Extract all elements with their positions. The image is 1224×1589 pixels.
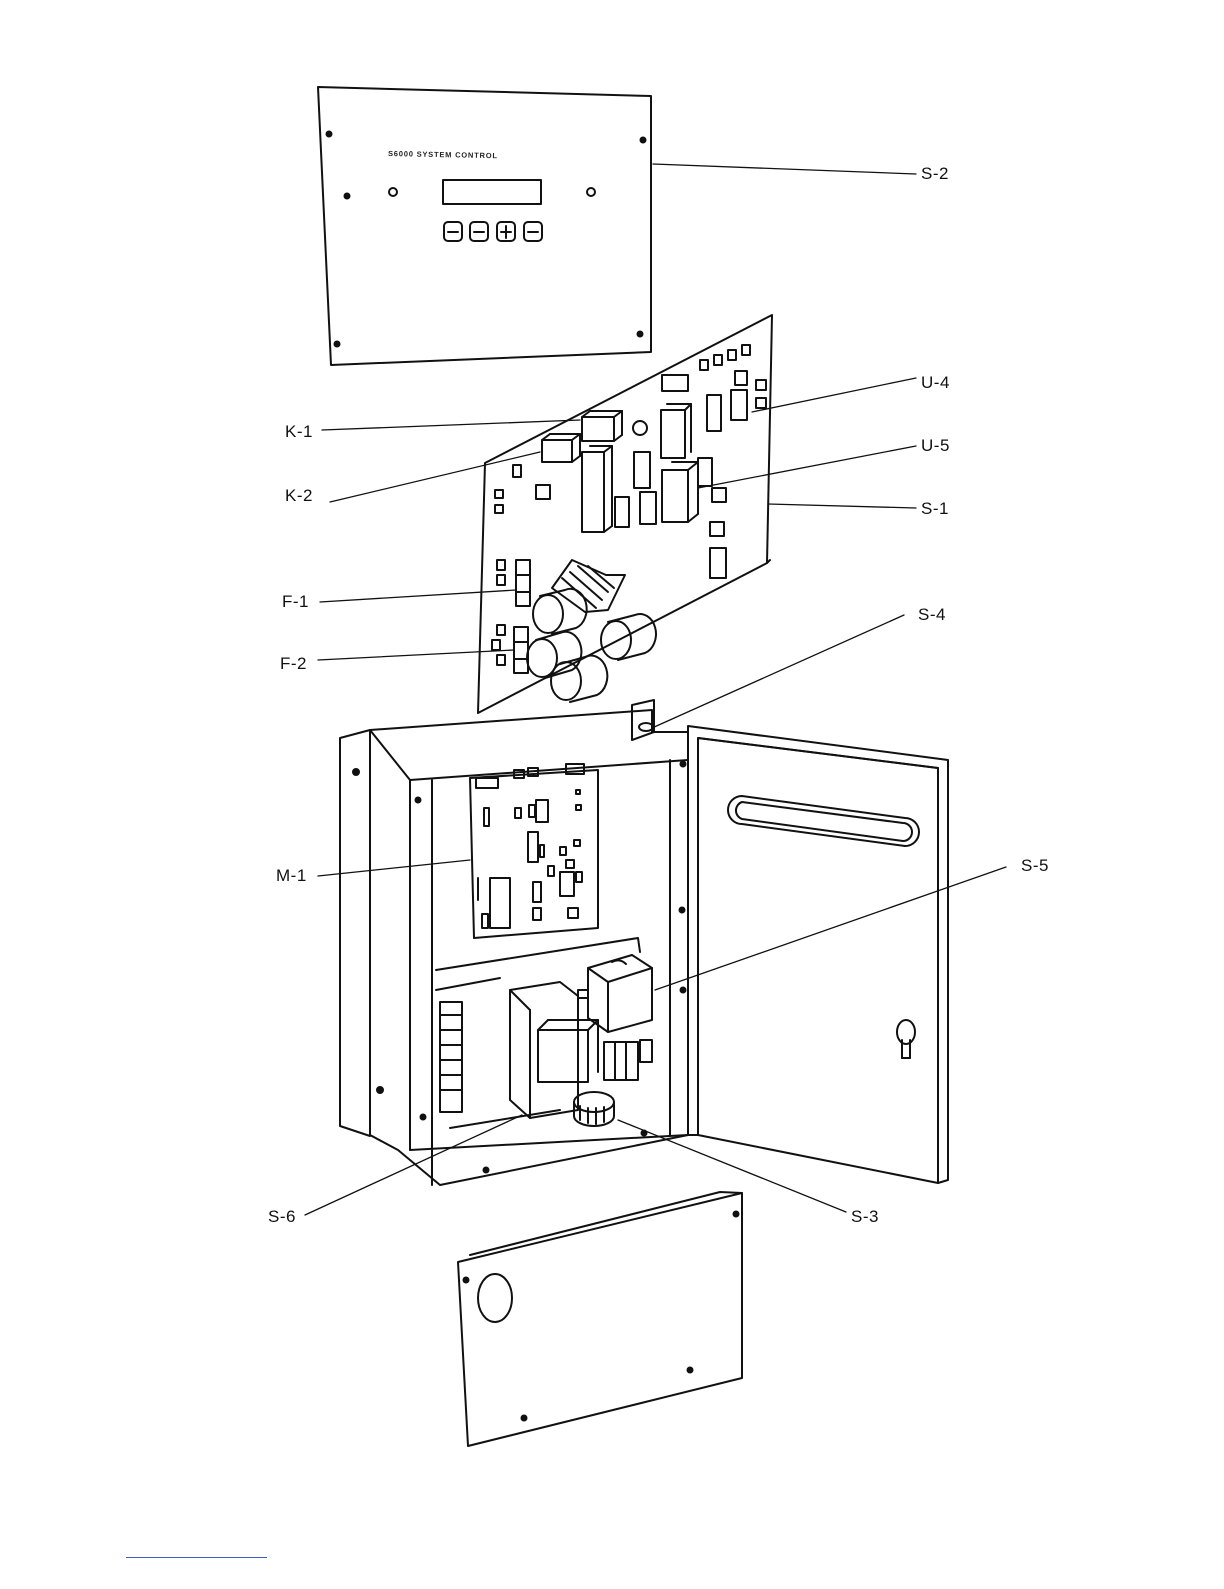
callout-s-2: S-2 — [921, 164, 949, 184]
callout-s-1: S-1 — [921, 499, 949, 519]
callout-s-6: S-6 — [268, 1207, 296, 1227]
front-panel: S6000 SYSTEM CONTROL — [318, 87, 651, 365]
board-m1 — [470, 764, 598, 938]
relay-k1 — [582, 411, 622, 441]
bottom-cover — [458, 1192, 742, 1446]
door-latch — [897, 1020, 915, 1044]
footer-rule — [126, 1557, 267, 1558]
enclosure-door — [688, 726, 948, 1183]
callout-f-2: F-2 — [280, 654, 307, 674]
mounting-flange — [340, 730, 370, 1136]
enclosure — [340, 700, 688, 1185]
fuse-f2 — [514, 627, 528, 673]
circuit-board — [478, 315, 772, 713]
terminal-block — [604, 1040, 652, 1080]
callout-s-5: S-5 — [1021, 856, 1049, 876]
callout-s-3: S-3 — [851, 1207, 879, 1227]
relay-k2 — [542, 434, 580, 462]
callout-f-1: F-1 — [282, 592, 309, 612]
buzzer-s3 — [574, 1092, 614, 1126]
front-panel-title: S6000 SYSTEM CONTROL — [388, 149, 498, 160]
terminal-strip — [436, 938, 640, 1112]
ic-chip-u4 — [661, 390, 747, 458]
heatsink — [552, 560, 625, 612]
fuse-f1 — [516, 560, 530, 606]
callout-u-5: U-5 — [921, 436, 950, 456]
ic-chip-large — [582, 446, 612, 532]
callout-u-4: U-4 — [921, 373, 950, 393]
panel-screws — [327, 132, 646, 347]
display-window — [443, 180, 541, 204]
transformer-bracket — [510, 982, 598, 1118]
capacitors — [527, 589, 656, 702]
callout-m-1: M-1 — [276, 866, 307, 886]
keypad-buttons — [444, 222, 542, 241]
cover-knockout — [478, 1274, 512, 1322]
callout-s-4: S-4 — [918, 605, 946, 625]
ic-chip-u5 — [662, 458, 712, 522]
knockout-s4 — [639, 723, 653, 731]
callout-k-2: K-2 — [285, 486, 313, 506]
callout-k-1: K-1 — [285, 422, 313, 442]
